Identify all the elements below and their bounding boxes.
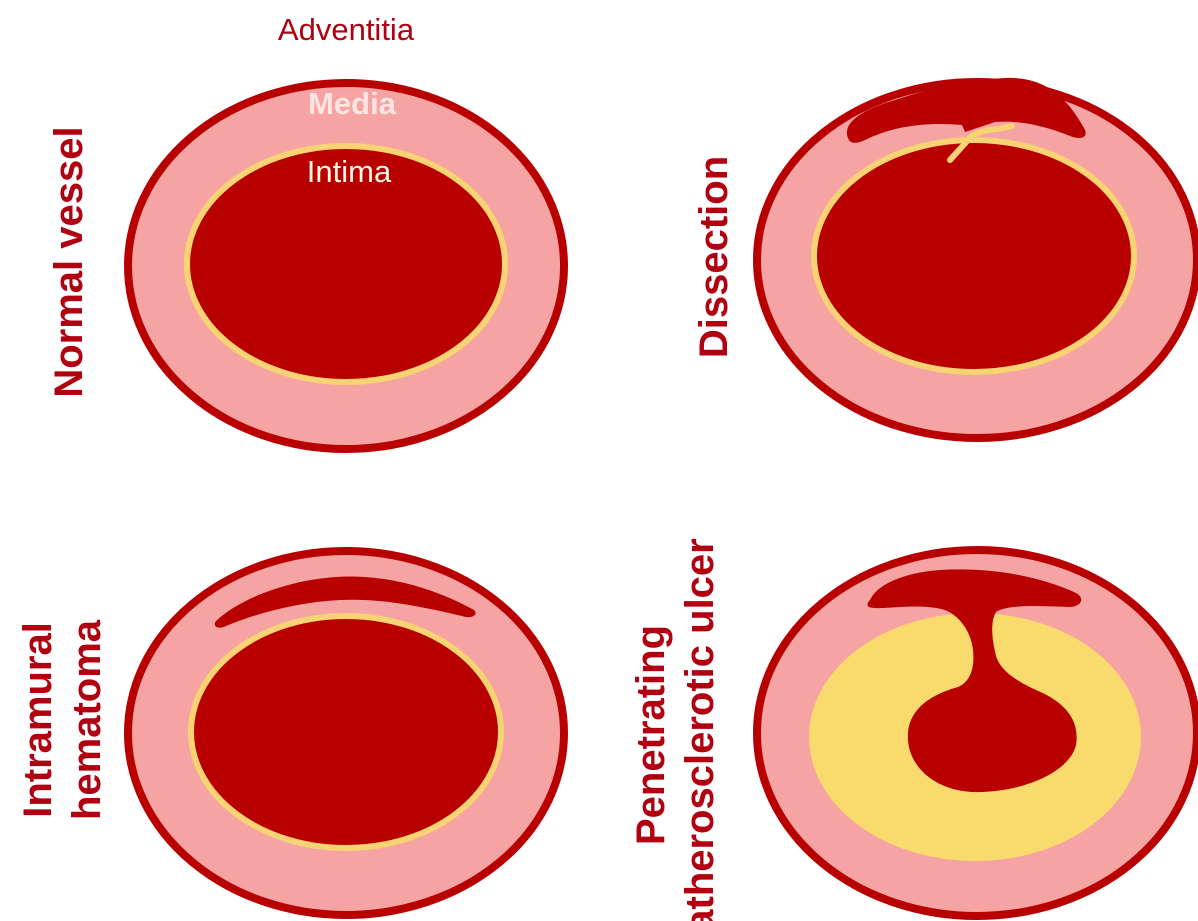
panel-normal-vessel: Adventitia Media Intima Normal vessel (47, 12, 564, 449)
panel-intramural-hematoma: Intramural hematoma (16, 551, 564, 915)
intima-label: Intima (307, 154, 392, 189)
dissection-lumen (814, 140, 1134, 372)
imh-title-line1: Intramural (16, 622, 60, 818)
normal-vessel-title: Normal vessel (47, 126, 91, 397)
adventitia-label: Adventitia (278, 12, 415, 47)
imh-title-line2: hematoma (65, 619, 109, 820)
media-label: Media (308, 86, 397, 121)
pau-title-line1: Penetrating (629, 625, 673, 845)
panel-penetrating-ulcer: Penetrating atherosclerotic ulcer (629, 538, 1197, 921)
panel-dissection: Dissection (692, 78, 1197, 438)
pau-title-line2: atherosclerotic ulcer (678, 538, 722, 921)
imh-lumen (191, 616, 501, 848)
dissection-title: Dissection (692, 156, 736, 358)
